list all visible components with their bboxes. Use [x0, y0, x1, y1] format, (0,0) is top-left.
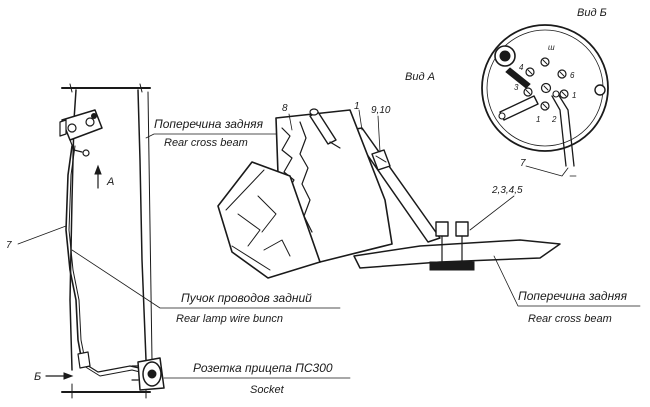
frame-side-view — [45, 83, 165, 399]
trailer-socket-body — [131, 357, 165, 391]
socket-terminals — [523, 57, 569, 111]
view-a-arrow-label: A — [106, 176, 114, 188]
part-number-9-10: 9,10 — [371, 105, 391, 116]
rear-lamp-wire-bundle-left — [65, 145, 149, 377]
view-b-label: Вид Б — [577, 7, 607, 19]
socket-face-view-b: ш 4 3 6 1 2 1 — [481, 24, 609, 167]
terminal-mark-5: 1 — [572, 91, 576, 100]
bolts-2-3-4-5 — [429, 221, 475, 271]
socket-label-en: Socket — [250, 384, 285, 396]
terminal-mark-6: 2 — [551, 115, 557, 124]
terminal-mark-1: ш — [548, 43, 555, 52]
part-number-7-left: 7 — [6, 240, 12, 251]
rear-cross-beam-label-en-top: Rear cross beam — [164, 137, 248, 149]
view-b-arrow-label: Б — [34, 371, 41, 383]
rear-cross-beam-label-ru-top: Поперечина задняя — [154, 117, 264, 131]
part-number-7-right: 7 — [520, 158, 526, 169]
leader-line-7-right — [525, 165, 569, 177]
bolt-9-10 — [371, 149, 391, 171]
upper-lamp-bracket — [59, 109, 103, 157]
rear-cross-beam-label-en-bottom: Rear cross beam — [528, 313, 612, 325]
socket-label-ru: Розетка прицепа ПС300 — [193, 361, 333, 375]
terminal-mark-3: 3 — [514, 83, 519, 92]
leader-lines-middle — [288, 109, 641, 307]
wire-bundle-label-en: Rear lamp wire buncn — [176, 313, 283, 325]
view-a-label: Вид А — [405, 71, 435, 83]
terminal-mark-4: 6 — [570, 71, 575, 80]
terminal-mark-2: 4 — [519, 63, 524, 72]
part-number-8: 8 — [282, 103, 288, 114]
leader-lines-left — [17, 133, 351, 379]
rear-cross-beam-label-ru-bottom: Поперечина задняя — [518, 289, 628, 303]
socket-view-a — [217, 108, 561, 279]
part-number-1: 1 — [354, 101, 360, 112]
wire-bundle-label-ru: Пучок проводов задний — [181, 291, 312, 305]
part-number-2345: 2,3,4,5 — [491, 185, 523, 196]
terminal-mark-7: 1 — [536, 115, 540, 124]
